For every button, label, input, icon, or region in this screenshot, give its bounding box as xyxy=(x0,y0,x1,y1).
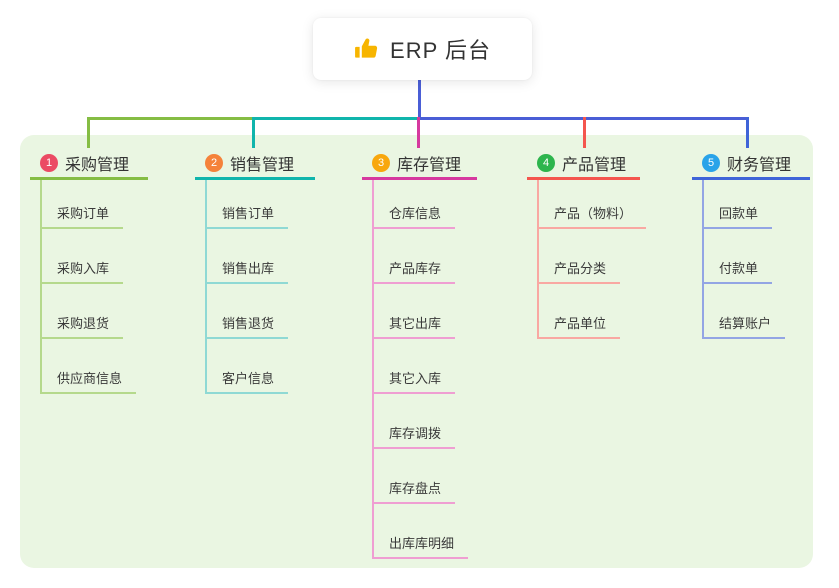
branch-header-product[interactable]: 4 产品管理 xyxy=(527,148,640,180)
mindmap-node[interactable]: 产品单位 xyxy=(537,284,646,339)
bus-segment-purchase xyxy=(87,117,253,120)
branch-product: 4 产品管理 产品（物料） 产品分类 产品单位 xyxy=(527,148,647,339)
branch-inventory: 3 库存管理 仓库信息 产品库存 其它出库 其它入库 库存调拨 库存盘点 出库库… xyxy=(362,148,477,559)
root-connector-line xyxy=(418,80,421,120)
branch-label: 财务管理 xyxy=(727,156,792,174)
drop-line-product xyxy=(583,117,586,148)
mindmap-node[interactable]: 产品（物料） xyxy=(537,174,647,229)
branch-badge: 5 xyxy=(702,153,720,172)
branch-items: 采购订单 采购入库 采购退货 供应商信息 xyxy=(40,174,137,394)
branch-finance: 5 财务管理 回款单 付款单 结算账户 xyxy=(692,148,810,339)
mindmap-node[interactable]: 结算账户 xyxy=(702,284,786,339)
branch-badge: 2 xyxy=(205,153,223,172)
branch-header-sales[interactable]: 2 销售管理 xyxy=(195,148,315,180)
mindmap-node[interactable]: 库存盘点 xyxy=(372,449,468,504)
mindmap-node[interactable]: 采购订单 xyxy=(40,174,136,229)
mindmap-node[interactable]: 销售出库 xyxy=(205,229,289,284)
mindmap-node[interactable]: 其它入库 xyxy=(372,339,468,394)
branch-label: 采购管理 xyxy=(65,156,130,174)
branch-label: 产品管理 xyxy=(562,156,627,174)
mindmap-node[interactable]: 回款单 xyxy=(702,174,785,229)
drop-line-finance xyxy=(746,117,749,148)
drop-line-purchase xyxy=(87,117,90,148)
branch-header-purchase[interactable]: 1 采购管理 xyxy=(30,148,148,180)
branch-stem xyxy=(702,180,704,339)
mindmap-node[interactable]: 采购入库 xyxy=(40,229,136,284)
mindmap-node[interactable]: 库存调拨 xyxy=(372,394,468,449)
branch-badge: 3 xyxy=(372,153,390,172)
branch-items: 产品（物料） 产品分类 产品单位 xyxy=(537,174,647,339)
mindmap-node[interactable]: 产品库存 xyxy=(372,229,468,284)
branch-header-inventory[interactable]: 3 库存管理 xyxy=(362,148,477,180)
mindmap-node[interactable]: 客户信息 xyxy=(205,339,289,394)
branch-items: 销售订单 销售出库 销售退货 客户信息 xyxy=(205,174,289,394)
mindmap-node[interactable]: 仓库信息 xyxy=(372,174,468,229)
mindmap-node[interactable]: 销售订单 xyxy=(205,174,289,229)
branch-stem xyxy=(537,180,539,339)
thumbs-up-icon xyxy=(354,36,380,62)
root-node[interactable]: ERP 后台 xyxy=(313,18,532,80)
branch-stem xyxy=(205,180,207,394)
branch-badge: 4 xyxy=(537,153,555,172)
mindmap-node[interactable]: 销售退货 xyxy=(205,284,289,339)
branch-sales: 2 销售管理 销售订单 销售出库 销售退货 客户信息 xyxy=(195,148,315,394)
branch-label: 销售管理 xyxy=(230,156,295,174)
mindmap-node[interactable]: 供应商信息 xyxy=(40,339,137,394)
mindmap-node[interactable]: 采购退货 xyxy=(40,284,136,339)
branches-panel xyxy=(20,135,813,568)
branch-purchase: 1 采购管理 采购订单 采购入库 采购退货 供应商信息 xyxy=(30,148,148,394)
bus-segment-sales xyxy=(252,117,419,120)
mindmap-node[interactable]: 产品分类 xyxy=(537,229,646,284)
branch-items: 回款单 付款单 结算账户 xyxy=(702,174,786,339)
mindmap-node[interactable]: 其它出库 xyxy=(372,284,468,339)
branch-items: 仓库信息 产品库存 其它出库 其它入库 库存调拨 库存盘点 出库库明细 xyxy=(372,174,469,559)
branch-label: 库存管理 xyxy=(397,156,462,174)
drop-line-sales xyxy=(252,117,255,148)
drop-line-inventory xyxy=(417,117,420,148)
root-title: ERP 后台 xyxy=(390,38,491,63)
branch-badge: 1 xyxy=(40,153,58,172)
mindmap-node[interactable]: 出库库明细 xyxy=(372,504,469,559)
mindmap-node[interactable]: 付款单 xyxy=(702,229,785,284)
branch-stem xyxy=(40,180,42,394)
branch-stem xyxy=(372,180,374,559)
branch-header-finance[interactable]: 5 财务管理 xyxy=(692,148,810,180)
